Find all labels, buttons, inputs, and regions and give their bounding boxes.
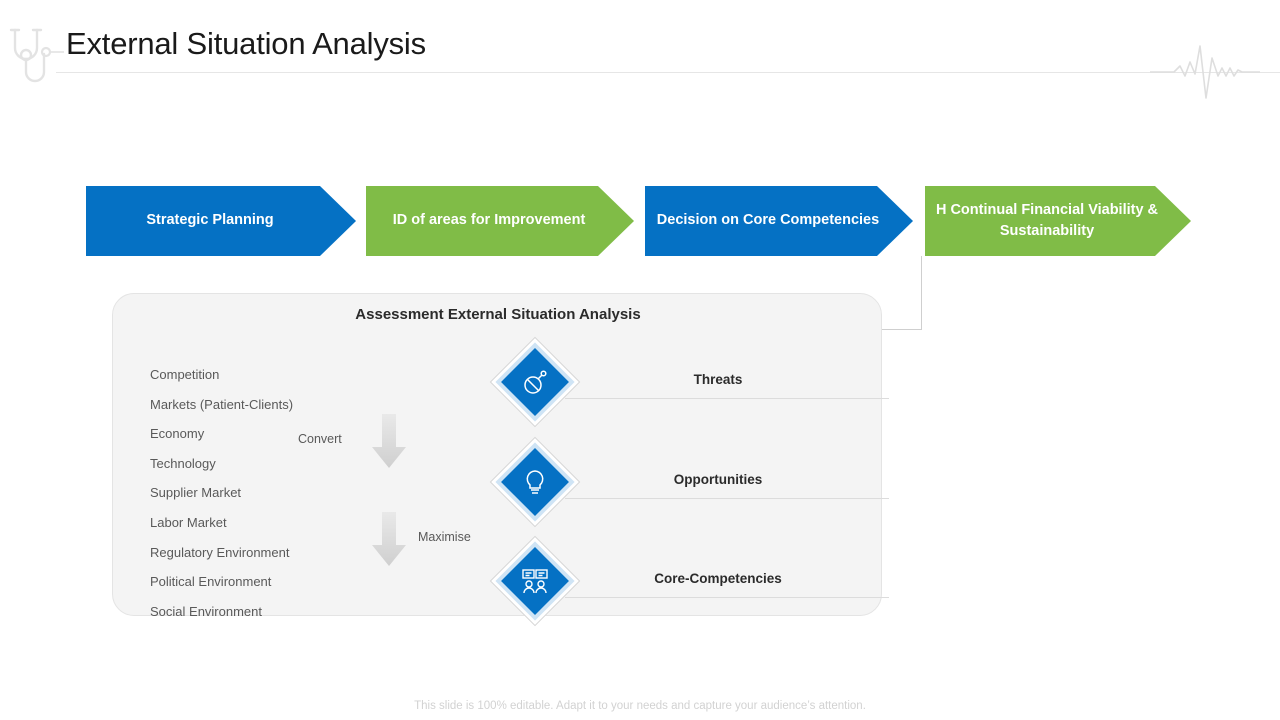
flow-label: Opportunities: [673, 472, 763, 487]
lightbulb-icon: [521, 468, 549, 496]
banner-id-of-areas-for-improvement[interactable]: ID of areas for Improvement: [366, 186, 634, 256]
list-item: Political Environment: [150, 574, 272, 590]
flow-row-opportunities: Opportunities: [489, 436, 889, 528]
down-arrow-icon: [371, 414, 407, 470]
list-item: Social Environment: [150, 603, 262, 619]
banner-label: H Continual Financial Viability & Sustai…: [935, 201, 1159, 239]
banner-decision-on-core-competencies[interactable]: Decision on Core Competencies: [645, 186, 913, 256]
flow-underline: [565, 597, 889, 598]
flow-row-core-competencies: Core-Competencies: [489, 535, 889, 627]
core-competencies-diamond[interactable]: [489, 535, 581, 627]
transition-label: Maximise: [418, 530, 471, 544]
banner-label: ID of areas for Improvement: [392, 212, 586, 229]
flow-underline: [565, 498, 889, 499]
transition-label: Convert: [298, 432, 342, 446]
bomb-icon: [521, 368, 549, 396]
page-header: External Situation Analysis: [0, 0, 1280, 99]
list-item: Regulatory Environment: [150, 544, 290, 560]
list-item: Supplier Market: [150, 485, 242, 501]
team-presentation-icon: [521, 567, 549, 595]
footer-note: This slide is 100% editable. Adapt it to…: [414, 700, 866, 712]
connector-horizontal-segment: [878, 329, 922, 330]
threats-diamond[interactable]: [489, 336, 581, 428]
header-divider: [56, 72, 1280, 73]
ecg-heartbeat-icon: [1150, 42, 1260, 102]
banner-strategic-planning[interactable]: Strategic Planning: [86, 186, 356, 256]
list-item: Technology: [150, 455, 216, 471]
assessment-panel: Assessment External Situation Analysis C…: [112, 293, 889, 627]
transition-convert: Convert: [113, 414, 493, 470]
banner-to-panel-connector: [878, 256, 922, 330]
list-item: Competition: [150, 367, 220, 382]
banner-label: Decision on Core Competencies: [656, 212, 880, 229]
flow-row-threats: Threats: [489, 336, 889, 428]
flow-label: Threats: [693, 372, 743, 387]
external-factor-list: Competition Markets (Patient-Clients) Ec…: [150, 360, 480, 626]
list-item: Economy: [150, 426, 205, 442]
banner-continual-financial-viability[interactable]: H Continual Financial Viability & Sustai…: [925, 186, 1191, 256]
opportunities-diamond[interactable]: [489, 436, 581, 528]
down-arrow-icon: [371, 512, 407, 568]
flow-label: Core-Competencies: [654, 571, 782, 586]
stethoscope-icon: [6, 22, 64, 94]
connector-vertical-segment: [921, 256, 922, 330]
panel-title: Assessment External Situation Analysis: [355, 306, 641, 323]
process-banner-row: Strategic Planning ID of areas for Impro…: [0, 186, 1280, 256]
list-item: Labor Market: [150, 514, 227, 530]
flow-underline: [565, 398, 889, 399]
list-item: Markets (Patient-Clients): [150, 396, 294, 412]
transition-maximise: Maximise: [113, 512, 493, 568]
page-title: External Situation Analysis: [66, 26, 426, 61]
banner-label: Strategic Planning: [146, 212, 274, 229]
